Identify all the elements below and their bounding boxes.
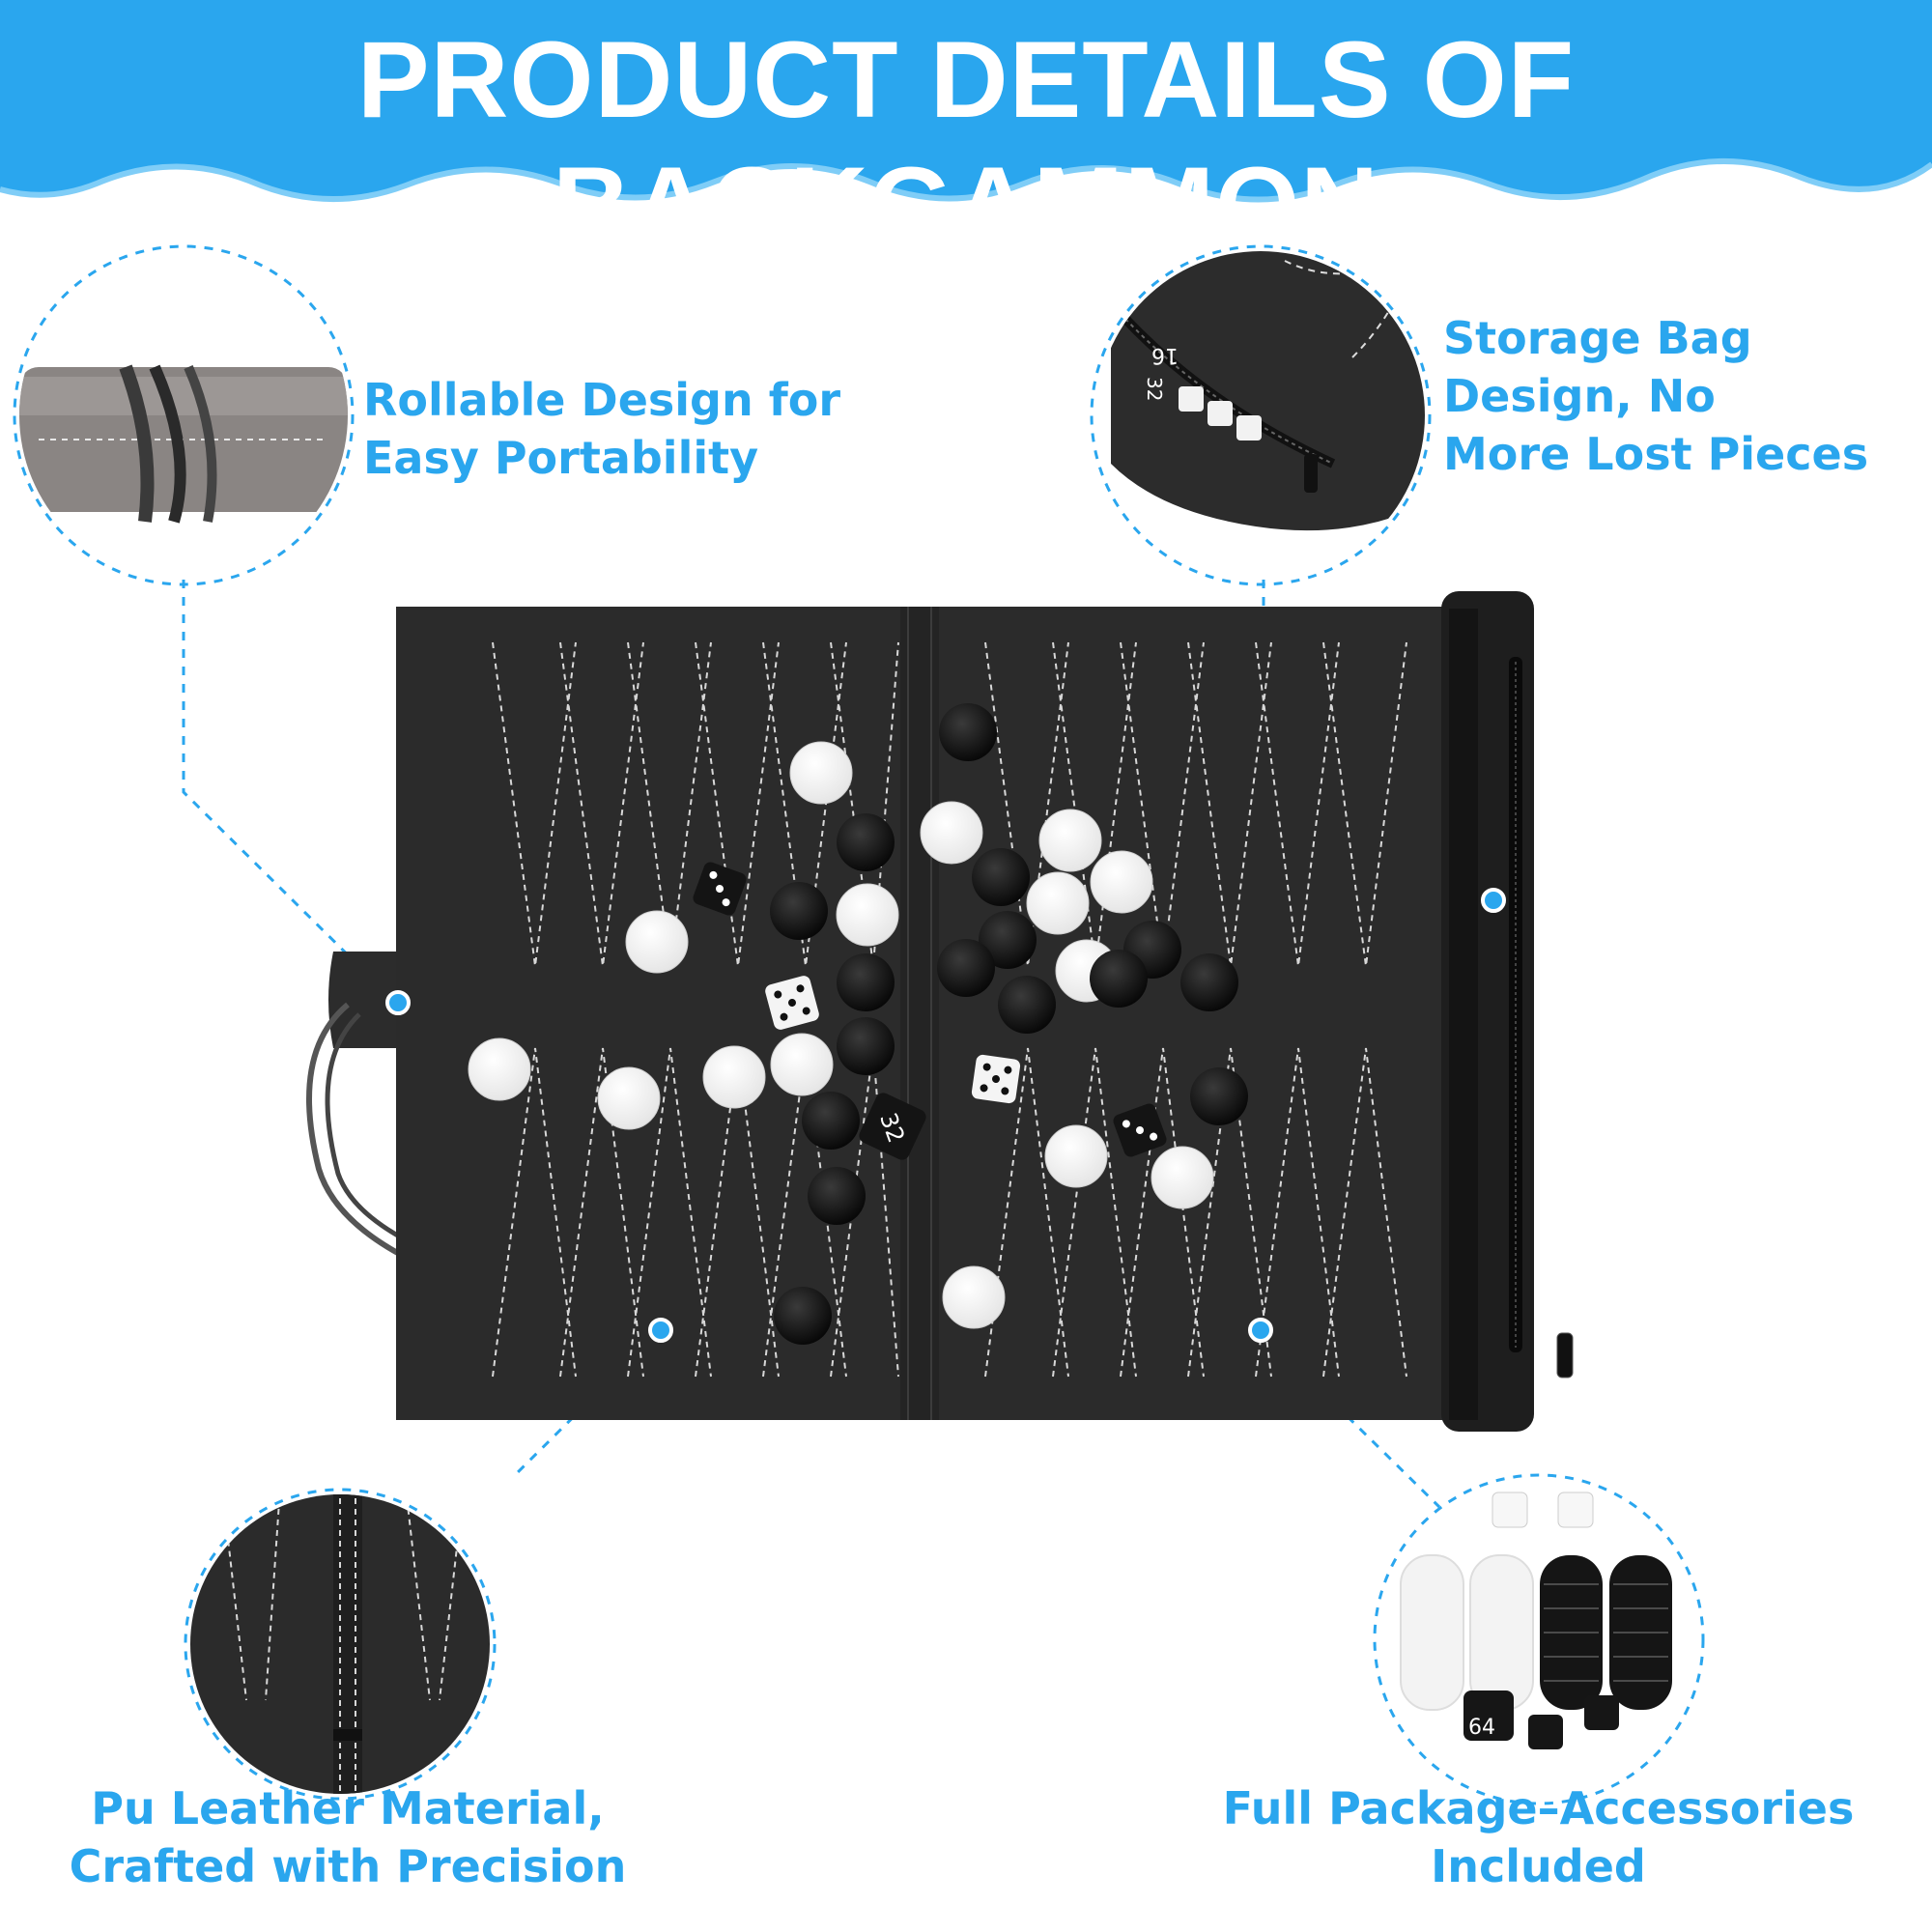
feature-markers bbox=[385, 888, 1506, 1343]
feature-leather-line1: Pu Leather Material, bbox=[91, 1782, 605, 1834]
feature-storage-line3: More Lost Pieces bbox=[1443, 428, 1869, 480]
feature-package-line2: Included bbox=[1431, 1840, 1646, 1892]
white-stack-1 bbox=[1400, 1554, 1464, 1711]
storage-pouch-photo bbox=[1096, 251, 1425, 580]
leather-closeup-photo bbox=[190, 1494, 490, 1794]
accessories-photo bbox=[1379, 1480, 1698, 1799]
rolled-board-photo bbox=[19, 251, 348, 580]
accessory-cube-face-64: 64 bbox=[1468, 1716, 1495, 1740]
feature-rollable-caption: Rollable Design for Easy Portability bbox=[363, 371, 840, 487]
feature-leather-line2: Crafted with Precision bbox=[69, 1840, 627, 1892]
feature-leather-caption: Pu Leather Material, Crafted with Precis… bbox=[68, 1779, 628, 1895]
backgammon-board bbox=[306, 591, 1574, 1432]
white-checkers bbox=[468, 741, 1214, 1329]
detail-circle-borders bbox=[13, 244, 1705, 1805]
dice bbox=[693, 862, 1167, 1160]
pouch-cube-face-32: 32 bbox=[1143, 377, 1166, 401]
pouch-cube-face-16: 16 bbox=[1151, 343, 1179, 367]
feature-rollable-line2: Easy Portability bbox=[363, 432, 759, 484]
feature-storage-caption: Storage Bag Design, No More Lost Pieces bbox=[1443, 309, 1868, 483]
feature-rollable-line1: Rollable Design for bbox=[363, 374, 841, 426]
page-title: PRODUCT DETAILS OF BACKGAMMON bbox=[356, 19, 1576, 266]
feature-storage-line1: Storage Bag bbox=[1443, 312, 1752, 364]
feature-storage-line2: Design, No bbox=[1443, 370, 1716, 422]
black-checkers bbox=[770, 703, 1248, 1345]
feature-package-caption: Full Package–Accessories Included bbox=[1212, 1779, 1864, 1895]
header-banner bbox=[0, 0, 1932, 203]
feature-package-line1: Full Package–Accessories bbox=[1222, 1782, 1855, 1834]
